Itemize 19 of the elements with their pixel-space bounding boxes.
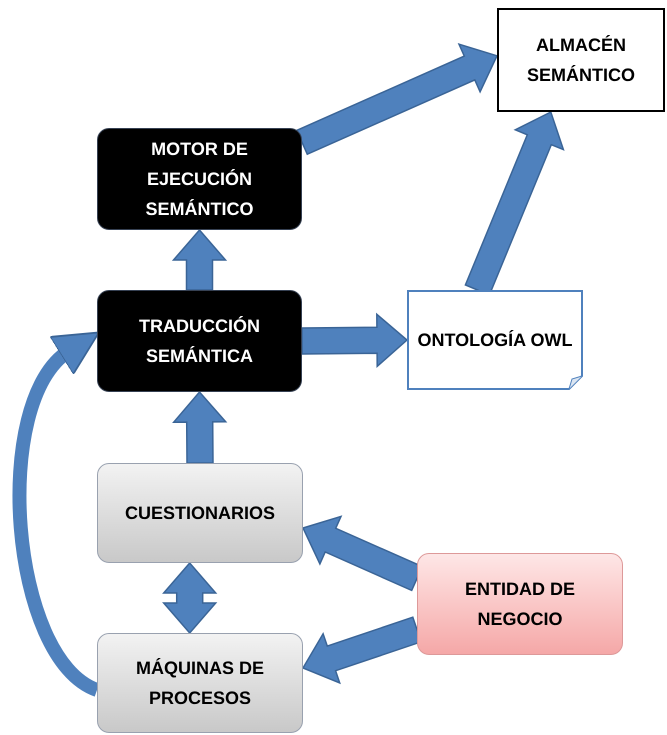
- storage-box: [497, 8, 665, 112]
- node-label: CUESTIONARIOS: [124, 502, 275, 525]
- node-label: ENTIDAD DE NEGOCIO: [464, 578, 576, 631]
- block-arrow: [172, 228, 228, 291]
- process-box: [97, 290, 302, 392]
- entity-box: [417, 553, 623, 655]
- double-block-arrow: [162, 562, 218, 634]
- block-arrow: [296, 43, 498, 156]
- process-box: [97, 633, 303, 733]
- node-label: ALMACÉN SEMÁNTICO: [526, 34, 636, 87]
- block-arrow: [301, 312, 408, 368]
- block-arrow: [172, 390, 228, 464]
- process-box: [97, 128, 302, 230]
- node-label: ONTOLOGÍA OWL: [418, 329, 572, 352]
- node-label: TRADUCCIÓN SEMÁNTICA: [138, 315, 261, 368]
- process-box: [97, 463, 303, 563]
- node-label: MOTOR DE EJECUCIÓN SEMÁNTICO: [144, 138, 254, 221]
- document-shape: [407, 290, 583, 390]
- node-label: MÁQUINAS DE PROCESOS: [134, 657, 265, 710]
